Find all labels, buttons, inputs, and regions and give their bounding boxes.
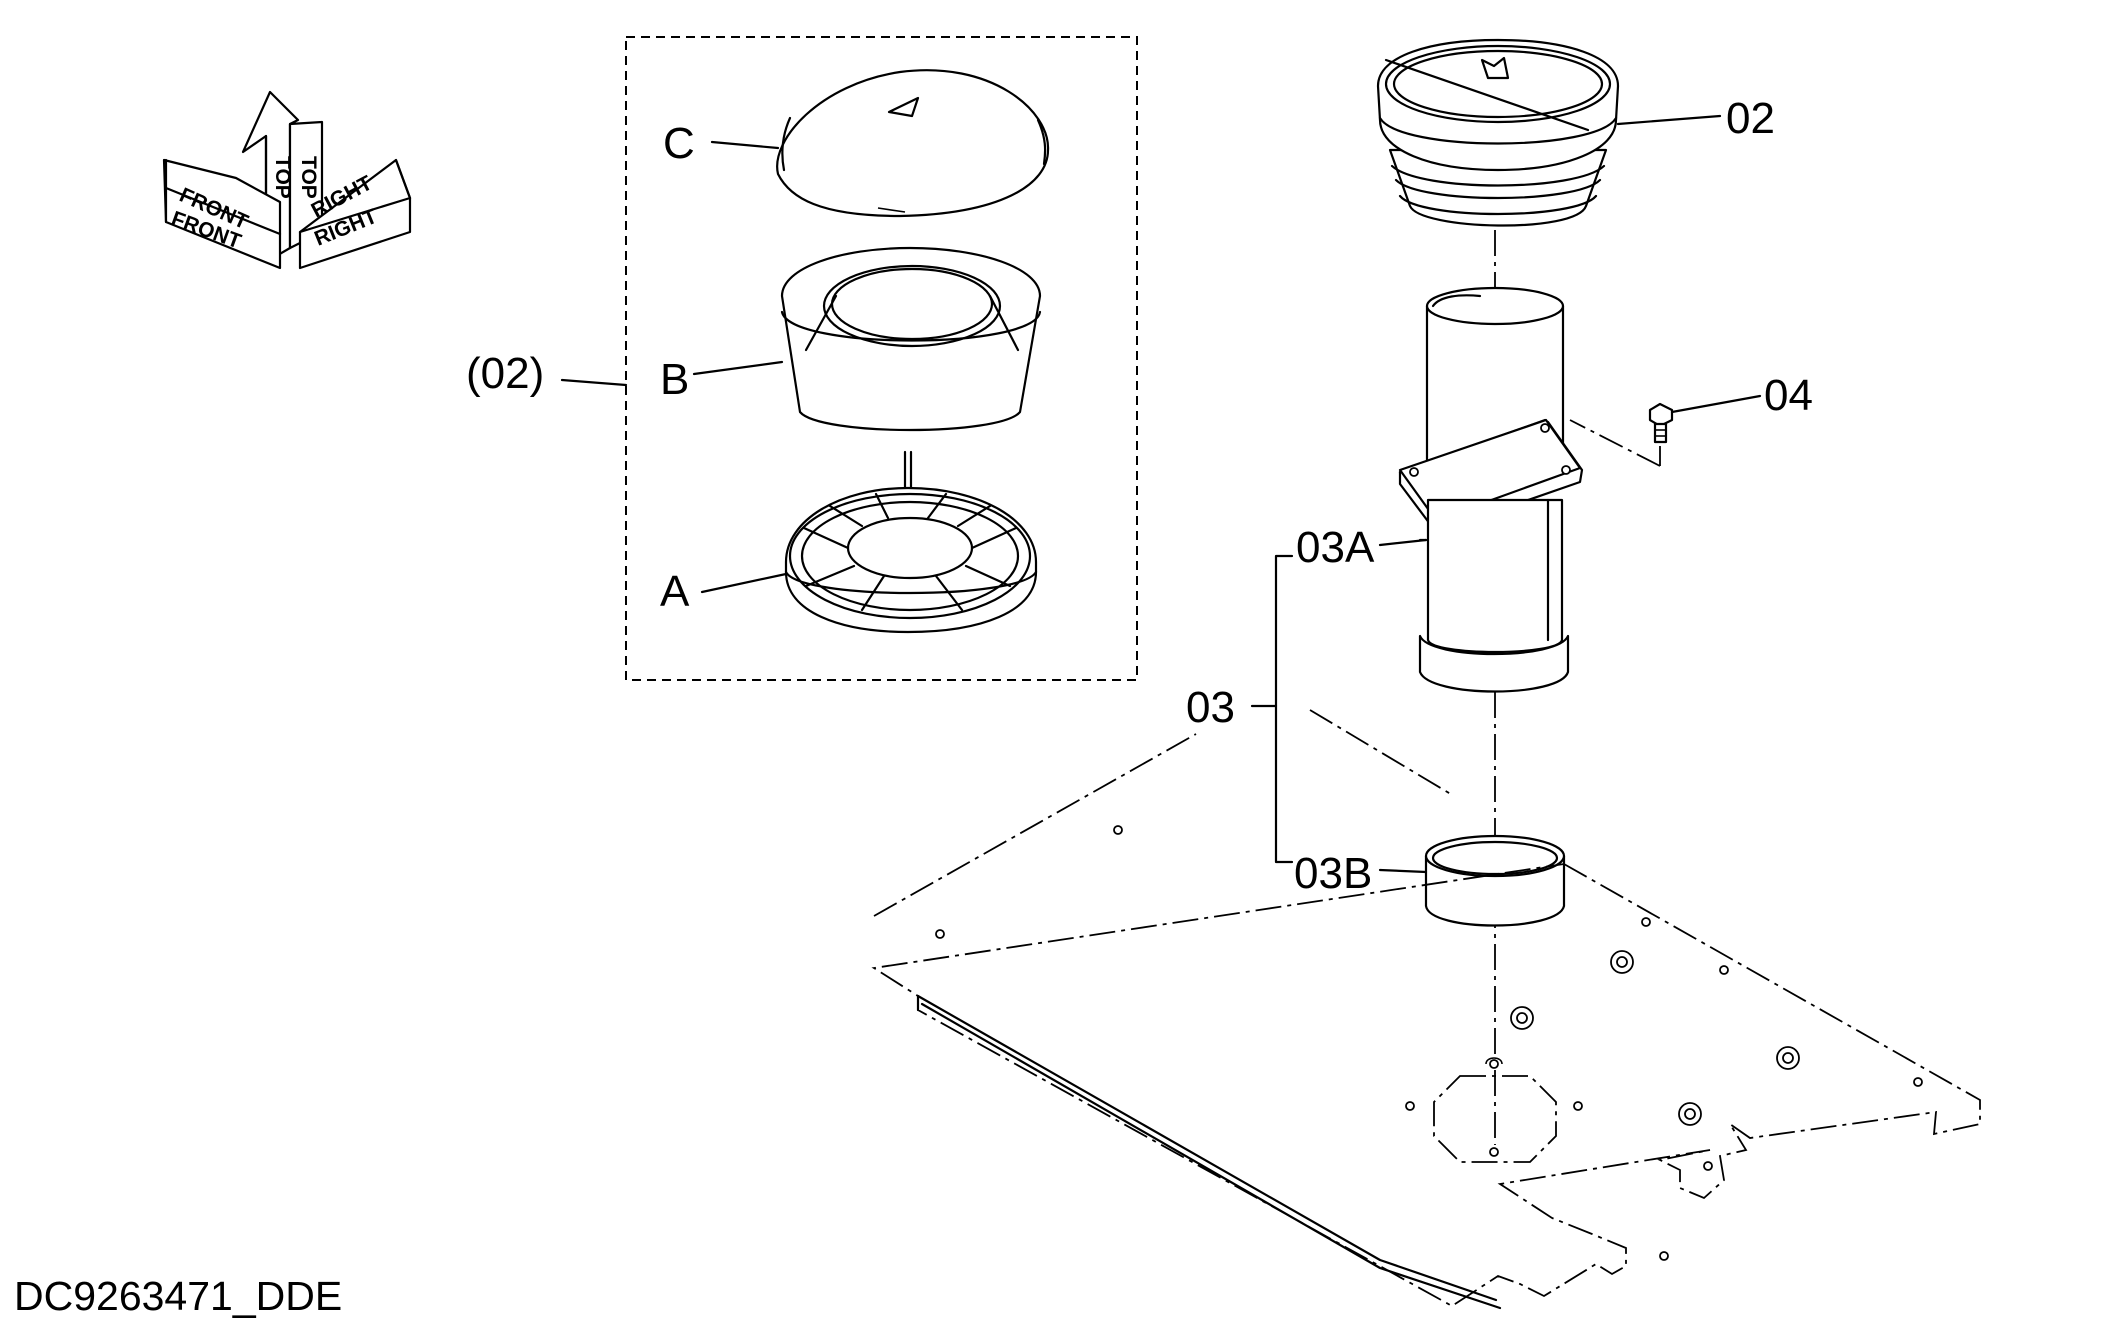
label-03b: 03B bbox=[1294, 849, 1372, 898]
label-04: 04 bbox=[1764, 371, 1813, 420]
orientation-arrows: FRONT FRONT TOP TOP RIGHT RIGHT bbox=[162, 90, 412, 270]
leader-c bbox=[710, 140, 780, 150]
part-03b-ring bbox=[1378, 834, 1566, 927]
part-04-bolt bbox=[1569, 394, 1762, 467]
leader-02 bbox=[1616, 114, 1722, 126]
leader-03a bbox=[1378, 538, 1428, 547]
label-02: 02 bbox=[1726, 94, 1775, 143]
nut-icon bbox=[1510, 950, 1800, 1126]
top-text: TOP bbox=[271, 156, 294, 199]
label-sub-assembly: (02) bbox=[466, 349, 544, 398]
part-02-precleaner bbox=[1376, 38, 1722, 227]
right-arrow-icon bbox=[298, 158, 412, 270]
label-03: 03 bbox=[1186, 683, 1235, 732]
leader-b bbox=[692, 360, 784, 376]
leader-03b bbox=[1378, 868, 1428, 874]
label-c: C bbox=[663, 119, 695, 168]
label-a: A bbox=[660, 567, 690, 616]
bracket-03 bbox=[1250, 554, 1294, 864]
leader-sub-assembly bbox=[560, 378, 628, 387]
base-plate bbox=[871, 709, 1981, 1310]
part-c-cap bbox=[710, 69, 1050, 218]
front-arrow-icon bbox=[162, 158, 282, 270]
label-03a: 03A bbox=[1296, 523, 1375, 572]
drawing-code: DC9263471_DDE bbox=[14, 1273, 342, 1319]
top-text-side: TOP bbox=[297, 156, 320, 199]
label-b: B bbox=[660, 355, 689, 404]
sub-assembly-detail: (02) C B bbox=[466, 36, 1138, 681]
leader-04 bbox=[1670, 394, 1762, 414]
detail-frame bbox=[625, 36, 1138, 681]
part-03a-pipe bbox=[1378, 286, 1584, 693]
part-a-vane-base bbox=[700, 450, 1038, 634]
part-b-shell bbox=[692, 246, 1042, 432]
leader-a bbox=[700, 572, 788, 594]
